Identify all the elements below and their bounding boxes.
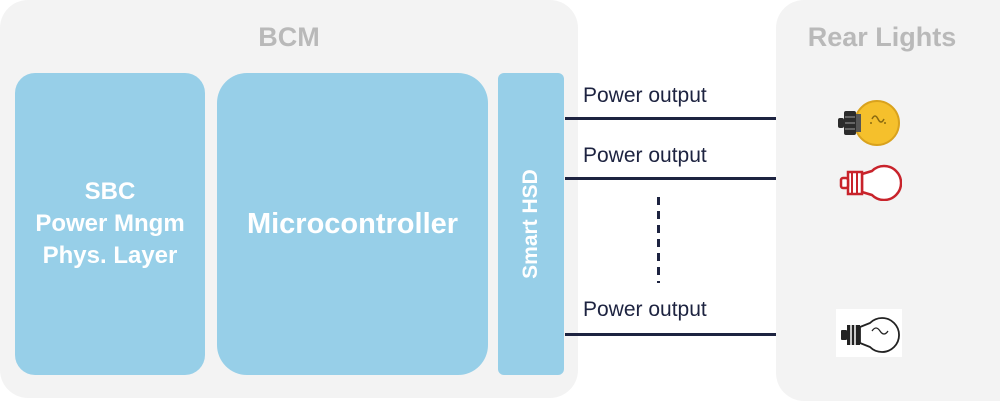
sbc-label-line1: SBC <box>84 178 136 205</box>
smart-hsd-block: Smart HSD <box>498 73 564 375</box>
smart-hsd-label: Smart HSD <box>519 169 543 279</box>
microcontroller-block: Microcontroller <box>217 73 488 375</box>
red-outline-bulb-icon <box>839 164 902 201</box>
more-outputs-dashed-line <box>657 197 660 283</box>
power-output-wire-2 <box>565 177 776 180</box>
bcm-title: BCM <box>258 22 320 52</box>
sbc-label-line3: Phys. Layer <box>42 242 178 269</box>
power-output-label-1: Power output <box>583 84 707 107</box>
power-output-label-3: Power output <box>583 298 707 321</box>
yellow-lit-bulb-icon <box>838 100 900 146</box>
black-outline-bulb-icon <box>836 309 902 357</box>
power-output-wire-1 <box>565 117 776 120</box>
power-output-label-2: Power output <box>583 144 707 167</box>
microcontroller-label: Microcontroller <box>246 207 459 240</box>
rear-lights-title: Rear Lights <box>807 22 957 52</box>
sbc-label-line2: Power Mngm <box>35 210 185 237</box>
sbc-block: SBC Power Mngm Phys. Layer <box>15 73 205 375</box>
power-output-wire-3 <box>565 333 776 336</box>
